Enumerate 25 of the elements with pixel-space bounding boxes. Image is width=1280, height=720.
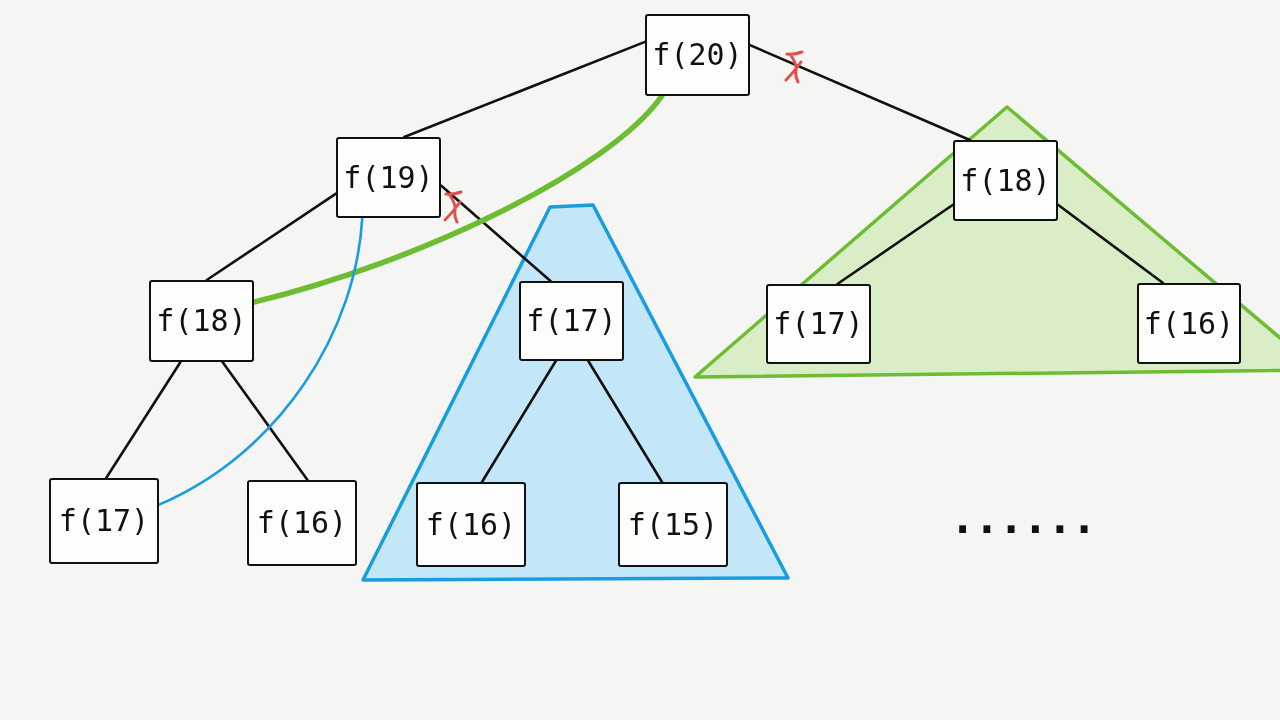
tree-edge (205, 192, 338, 282)
highlight-triangle (693, 104, 1280, 380)
function-call-box: f(18) (149, 280, 254, 362)
function-call-box: f(16) (1137, 283, 1241, 364)
function-call-box: f(17) (519, 281, 624, 361)
tree-edge (1056, 203, 1165, 285)
tree-edge (480, 359, 558, 484)
function-call-box: f(20) (645, 14, 750, 96)
function-call-box: f(16) (416, 482, 526, 567)
function-call-box: f(16) (247, 480, 357, 566)
function-call-box: f(19) (336, 137, 441, 218)
tree-edge (439, 184, 552, 283)
function-call-box: f(18) (953, 140, 1058, 221)
tree-edge (221, 360, 309, 482)
function-call-box: f(17) (766, 284, 871, 364)
tree-edge (748, 43, 972, 142)
tree-edge (104, 360, 182, 480)
curved-connector (251, 93, 665, 305)
function-call-box: f(15) (618, 482, 728, 567)
tree-edge (587, 359, 664, 484)
tree-edge (836, 203, 955, 286)
curved-connector (157, 216, 364, 506)
tree-edge (402, 40, 647, 139)
ellipsis-text: ...... (950, 498, 1096, 540)
function-call-box: f(17) (49, 478, 159, 564)
